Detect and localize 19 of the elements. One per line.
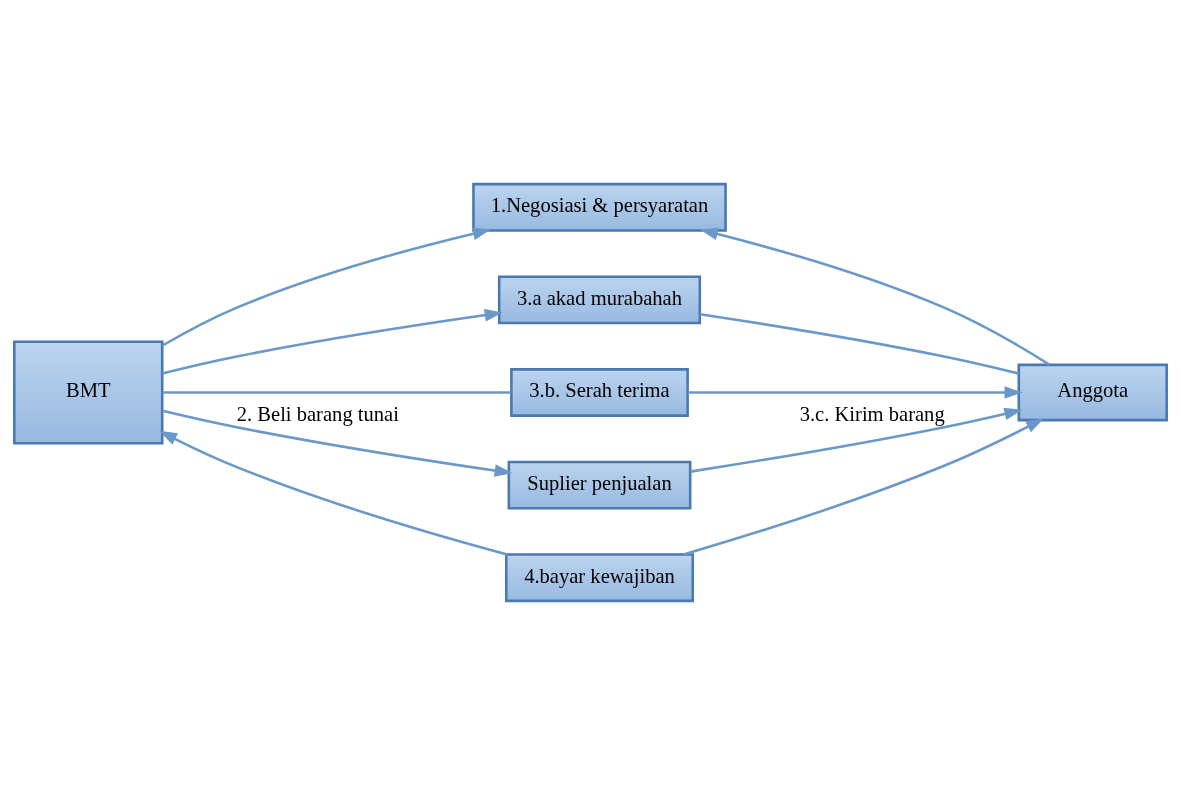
edge-label: 2. Beli barang tunai bbox=[236, 402, 399, 425]
arrow bbox=[159, 430, 508, 556]
arrow bbox=[162, 409, 513, 477]
node-box: 4.bayar kewajiban bbox=[504, 553, 695, 603]
arrow bbox=[690, 407, 1023, 473]
node-box: BMT bbox=[13, 340, 164, 445]
connector bbox=[699, 312, 1019, 375]
connector bbox=[162, 391, 511, 394]
edge-label: 3.c. Kirim barang bbox=[799, 402, 945, 425]
node-box: 3.a akad murabahah bbox=[497, 275, 702, 325]
arrow bbox=[683, 418, 1044, 556]
node-box: Suplier penjualan bbox=[507, 460, 692, 510]
arrow bbox=[161, 227, 491, 347]
arrow bbox=[699, 227, 1051, 366]
node-box: 3.b. Serah terima bbox=[510, 368, 689, 417]
node-box: 1.Negosiasi & persyaratan bbox=[472, 182, 727, 232]
arrow bbox=[687, 386, 1023, 399]
arrow bbox=[162, 308, 503, 375]
node-box: Anggota bbox=[1017, 363, 1168, 422]
